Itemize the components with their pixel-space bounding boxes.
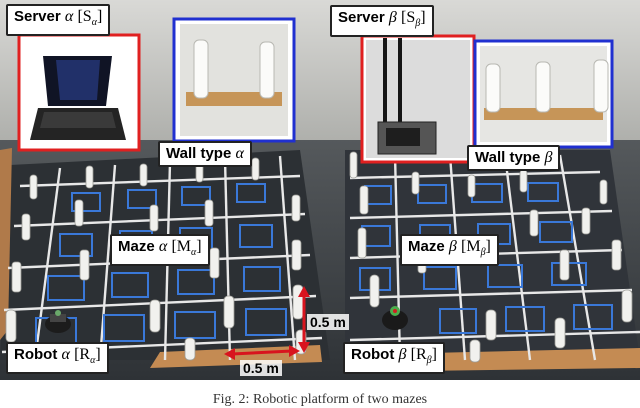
label-bracket: [S	[401, 9, 416, 26]
label-subscript: α	[91, 17, 97, 28]
label-text: Maze	[118, 238, 159, 255]
label-bracket-close: ]	[431, 346, 437, 363]
label-bracket-close: ]	[420, 9, 426, 26]
label-maze-alpha: Maze α [Mα]	[110, 234, 210, 266]
label-bracket-close: ]	[485, 238, 491, 255]
label-text: Wall type	[475, 149, 545, 166]
label-subscript: β	[415, 18, 421, 29]
label-bracket: [S	[77, 8, 92, 25]
label-text: Server	[14, 8, 65, 25]
label-maze-beta: Maze β [Mβ]	[400, 234, 499, 266]
photo-scene: Server α [Sα] Server β [Sβ] Wall type α …	[0, 0, 640, 380]
wall-alpha-photo	[172, 17, 296, 143]
label-symbol: β	[388, 9, 397, 26]
label-text: Robot	[14, 346, 62, 363]
label-subscript: β	[480, 247, 486, 258]
robot-alpha-body	[45, 310, 71, 333]
label-symbol: α	[61, 346, 70, 363]
robot-beta-body	[382, 306, 408, 330]
label-subscript: β	[426, 355, 432, 366]
wall-beta-photo	[473, 39, 614, 149]
label-bracket: [R	[410, 346, 427, 363]
label-symbol: α	[158, 238, 168, 255]
measure-arrows	[224, 286, 310, 360]
server-alpha-photo	[17, 33, 141, 152]
label-text: Robot	[351, 346, 399, 363]
label-text: Server	[338, 9, 389, 26]
label-text: Maze	[408, 238, 449, 255]
label-symbol: α	[64, 8, 74, 25]
label-subscript: α	[191, 247, 197, 258]
dimension-vertical: 0.5 m	[307, 314, 349, 330]
label-symbol: β	[448, 238, 457, 255]
label-server-beta: Server β [Sβ]	[330, 5, 434, 37]
figure-caption: Fig. 2: Robotic platform of two mazes	[212, 392, 428, 407]
dimension-horizontal: 0.5 m	[240, 360, 282, 376]
label-robot-alpha: Robot α [Rα]	[6, 342, 109, 374]
label-bracket-close: ]	[96, 8, 103, 25]
label-wall-beta: Wall type β	[467, 145, 561, 171]
label-symbol: β	[398, 346, 407, 363]
maze-beta-grid	[349, 154, 640, 361]
label-wall-alpha: Wall type α	[158, 141, 252, 167]
label-bracket: [R	[74, 346, 91, 363]
label-server-alpha: Server α [Sα]	[6, 4, 111, 36]
label-symbol: β	[544, 149, 553, 166]
label-bracket-close: ]	[95, 346, 101, 363]
wood-frame-left	[0, 148, 12, 340]
label-text: Wall type	[166, 145, 236, 162]
label-bracket: [M	[461, 238, 481, 255]
scene-svg	[0, 0, 640, 380]
label-subscript: α	[90, 355, 96, 366]
label-bracket: [M	[171, 238, 191, 255]
server-beta-photo	[360, 34, 476, 164]
label-robot-beta: Robot β [Rβ]	[343, 342, 445, 374]
label-bracket-close: ]	[196, 238, 202, 255]
label-symbol: α	[235, 145, 244, 162]
